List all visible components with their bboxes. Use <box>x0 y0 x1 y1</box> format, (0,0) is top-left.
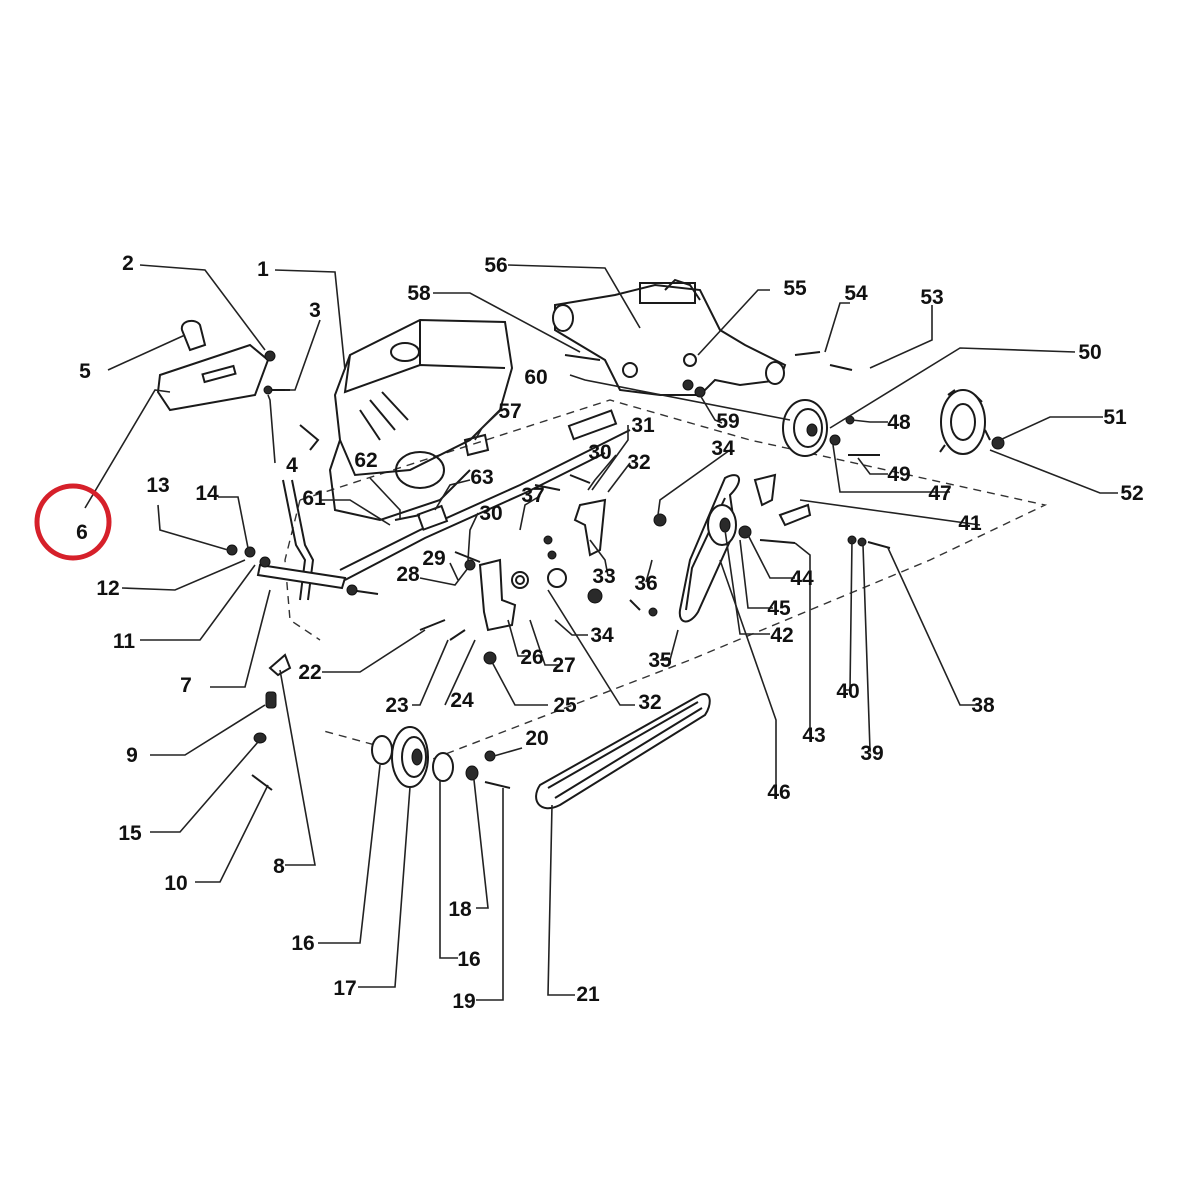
callout-19: 19 <box>452 990 475 1013</box>
callout-25: 25 <box>553 694 577 717</box>
idler-bracket <box>753 473 812 527</box>
callout-61: 61 <box>302 487 326 510</box>
callout-28: 28 <box>396 563 420 586</box>
callout-57: 57 <box>498 400 521 423</box>
springs-pins <box>251 619 466 791</box>
callout-22: 22 <box>298 661 321 684</box>
callout-33: 33 <box>592 565 615 588</box>
callout-23: 23 <box>385 694 408 717</box>
lower-belt <box>535 693 711 810</box>
callout-60: 60 <box>524 366 547 389</box>
callout-62: 62 <box>354 449 377 472</box>
callout-43: 43 <box>802 724 825 747</box>
linkage-brackets <box>478 498 607 632</box>
callout-59: 59 <box>716 410 739 433</box>
callout-35: 35 <box>648 649 672 672</box>
large-pulley <box>782 399 828 457</box>
callout-51: 51 <box>1103 406 1127 429</box>
callout-18: 18 <box>448 898 472 921</box>
callout-12: 12 <box>96 577 119 600</box>
callout-44: 44 <box>790 567 814 590</box>
engine <box>299 318 514 522</box>
shift-lever <box>256 479 347 601</box>
callout-21: 21 <box>576 983 600 1006</box>
upper-belt <box>678 474 740 623</box>
callout-41: 41 <box>958 512 982 535</box>
callout-20: 20 <box>525 727 548 750</box>
callout-53: 53 <box>920 286 943 309</box>
callout-38: 38 <box>971 694 995 717</box>
transmission <box>552 278 787 396</box>
callout-34a: 34 <box>711 437 735 460</box>
callout-8: 8 <box>273 855 285 878</box>
callout-34b: 34 <box>590 624 614 647</box>
callout-1: 1 <box>257 258 269 281</box>
callout-4: 4 <box>286 454 298 477</box>
callout-45: 45 <box>767 597 791 620</box>
callout-58: 58 <box>407 282 431 305</box>
callout-48: 48 <box>887 411 911 434</box>
callout-2: 2 <box>122 252 134 275</box>
sprocket-hub <box>939 389 991 455</box>
callout-16a: 16 <box>291 932 314 955</box>
callout-36: 36 <box>634 572 657 595</box>
callout-63: 63 <box>470 466 493 489</box>
callout-49: 49 <box>887 463 910 486</box>
leader-lines <box>84 264 1118 1001</box>
callout-46: 46 <box>767 781 790 804</box>
callout-14: 14 <box>195 482 219 505</box>
callout-47: 47 <box>928 482 951 505</box>
callout-17: 17 <box>333 977 356 1000</box>
hardware <box>226 350 1005 665</box>
callout-56: 56 <box>484 254 507 277</box>
callout-55: 55 <box>783 277 807 300</box>
callout-9: 9 <box>126 744 138 767</box>
callout-31: 31 <box>631 414 655 437</box>
control-cable <box>339 409 631 581</box>
callout-52: 52 <box>1120 482 1143 505</box>
callout-40: 40 <box>836 680 859 703</box>
callout-26: 26 <box>520 646 543 669</box>
callout-15: 15 <box>118 822 142 845</box>
callout-42: 42 <box>770 624 793 647</box>
callout-10: 10 <box>164 872 187 895</box>
callout-54: 54 <box>844 282 868 305</box>
callout-30b: 30 <box>479 502 502 525</box>
callout-30a: 30 <box>588 441 611 464</box>
callout-6: 6 <box>76 521 88 544</box>
callout-39: 39 <box>860 742 883 765</box>
callout-13: 13 <box>146 474 169 497</box>
callout-37: 37 <box>521 484 544 507</box>
callout-24: 24 <box>450 689 474 712</box>
callout-16b: 16 <box>457 948 480 971</box>
callout-29: 29 <box>422 547 445 570</box>
highlight-circle <box>34 483 112 561</box>
shift-plate <box>156 319 270 412</box>
callout-50: 50 <box>1078 341 1101 364</box>
callout-27: 27 <box>552 654 575 677</box>
callout-32b: 32 <box>638 691 661 714</box>
lower-pulley-stack <box>371 726 511 789</box>
callout-3: 3 <box>309 299 321 322</box>
callout-7: 7 <box>180 674 192 697</box>
callout-32a: 32 <box>627 451 650 474</box>
callout-5: 5 <box>79 360 91 383</box>
callout-11: 11 <box>113 630 136 653</box>
